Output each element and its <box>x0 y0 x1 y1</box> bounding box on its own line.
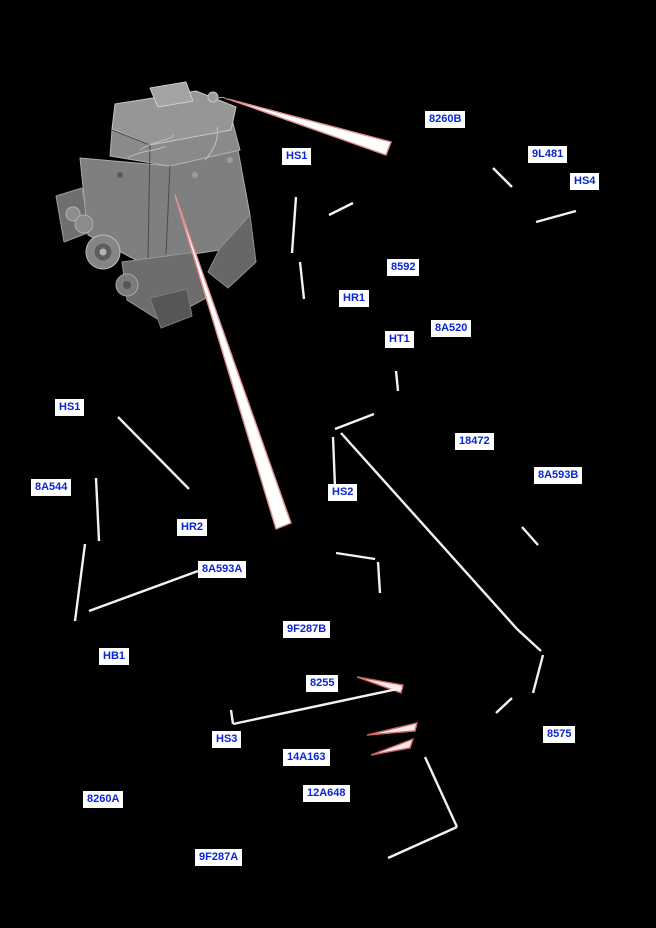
part-label-8255-17[interactable]: 8255 <box>306 675 339 692</box>
callout-line <box>516 628 542 652</box>
pointer-wedge <box>356 676 404 694</box>
callout-line <box>331 436 337 488</box>
part-label-ht1-7[interactable]: HT1 <box>385 331 414 348</box>
callout-line <box>387 825 458 860</box>
callout-line <box>88 569 199 613</box>
part-label-12a648-21[interactable]: 12A648 <box>303 785 350 802</box>
part-label-hs3-18[interactable]: HS3 <box>212 731 242 748</box>
callout-line <box>423 756 459 828</box>
callout-line <box>376 561 382 594</box>
part-label-hs1-10[interactable]: HS1 <box>55 399 85 416</box>
part-label-8a544-11[interactable]: 8A544 <box>31 479 72 496</box>
part-label-hs1-3[interactable]: HS1 <box>282 148 312 165</box>
part-label-9l481-1[interactable]: 9L481 <box>528 146 568 163</box>
callout-line <box>495 697 513 714</box>
part-label-8a593a-14[interactable]: 8A593A <box>198 561 247 578</box>
part-label-18472-8[interactable]: 18472 <box>455 433 494 450</box>
part-label-hr2-13[interactable]: HR2 <box>177 519 208 536</box>
part-label-9f287a-23[interactable]: 9F287A <box>195 849 243 866</box>
callout-line <box>340 432 518 630</box>
callout-line <box>521 526 539 546</box>
callout-line <box>335 551 376 561</box>
pointer-wedge <box>366 722 418 736</box>
part-label-14a163-19[interactable]: 14A163 <box>283 749 330 766</box>
engine-illustration <box>55 81 257 329</box>
callout-line <box>334 412 375 431</box>
part-label-hr1-5[interactable]: HR1 <box>339 290 370 307</box>
callout-line <box>531 654 545 694</box>
part-label-8592-4[interactable]: 8592 <box>387 259 420 276</box>
part-label-8a593b-9[interactable]: 8A593B <box>534 467 583 484</box>
callout-line <box>73 543 87 622</box>
part-label-8575-20[interactable]: 8575 <box>543 726 576 743</box>
wedges-layer <box>174 98 418 756</box>
part-label-9f287b-15[interactable]: 9F287B <box>283 621 331 638</box>
callout-line <box>232 686 403 726</box>
callout-line <box>290 196 298 254</box>
callout-line <box>229 709 235 725</box>
callout-line <box>298 261 306 300</box>
callout-line <box>328 201 354 217</box>
callout-line <box>492 167 513 188</box>
callout-line <box>535 209 577 224</box>
callout-line <box>394 370 400 392</box>
part-label-8a520-6[interactable]: 8A520 <box>431 320 472 337</box>
pointer-wedge <box>174 194 292 530</box>
lines-layer <box>73 167 577 860</box>
part-label-hs4-2[interactable]: HS4 <box>570 173 600 190</box>
callout-line <box>117 416 190 490</box>
callout-line <box>94 477 101 542</box>
part-label-hb1-16[interactable]: HB1 <box>99 648 130 665</box>
pointer-wedge <box>227 98 392 156</box>
part-label-hs2-12[interactable]: HS2 <box>328 484 358 501</box>
part-label-8260b-0[interactable]: 8260B <box>425 111 466 128</box>
pointer-wedge <box>370 737 415 756</box>
part-label-8260a-22[interactable]: 8260A <box>83 791 124 808</box>
